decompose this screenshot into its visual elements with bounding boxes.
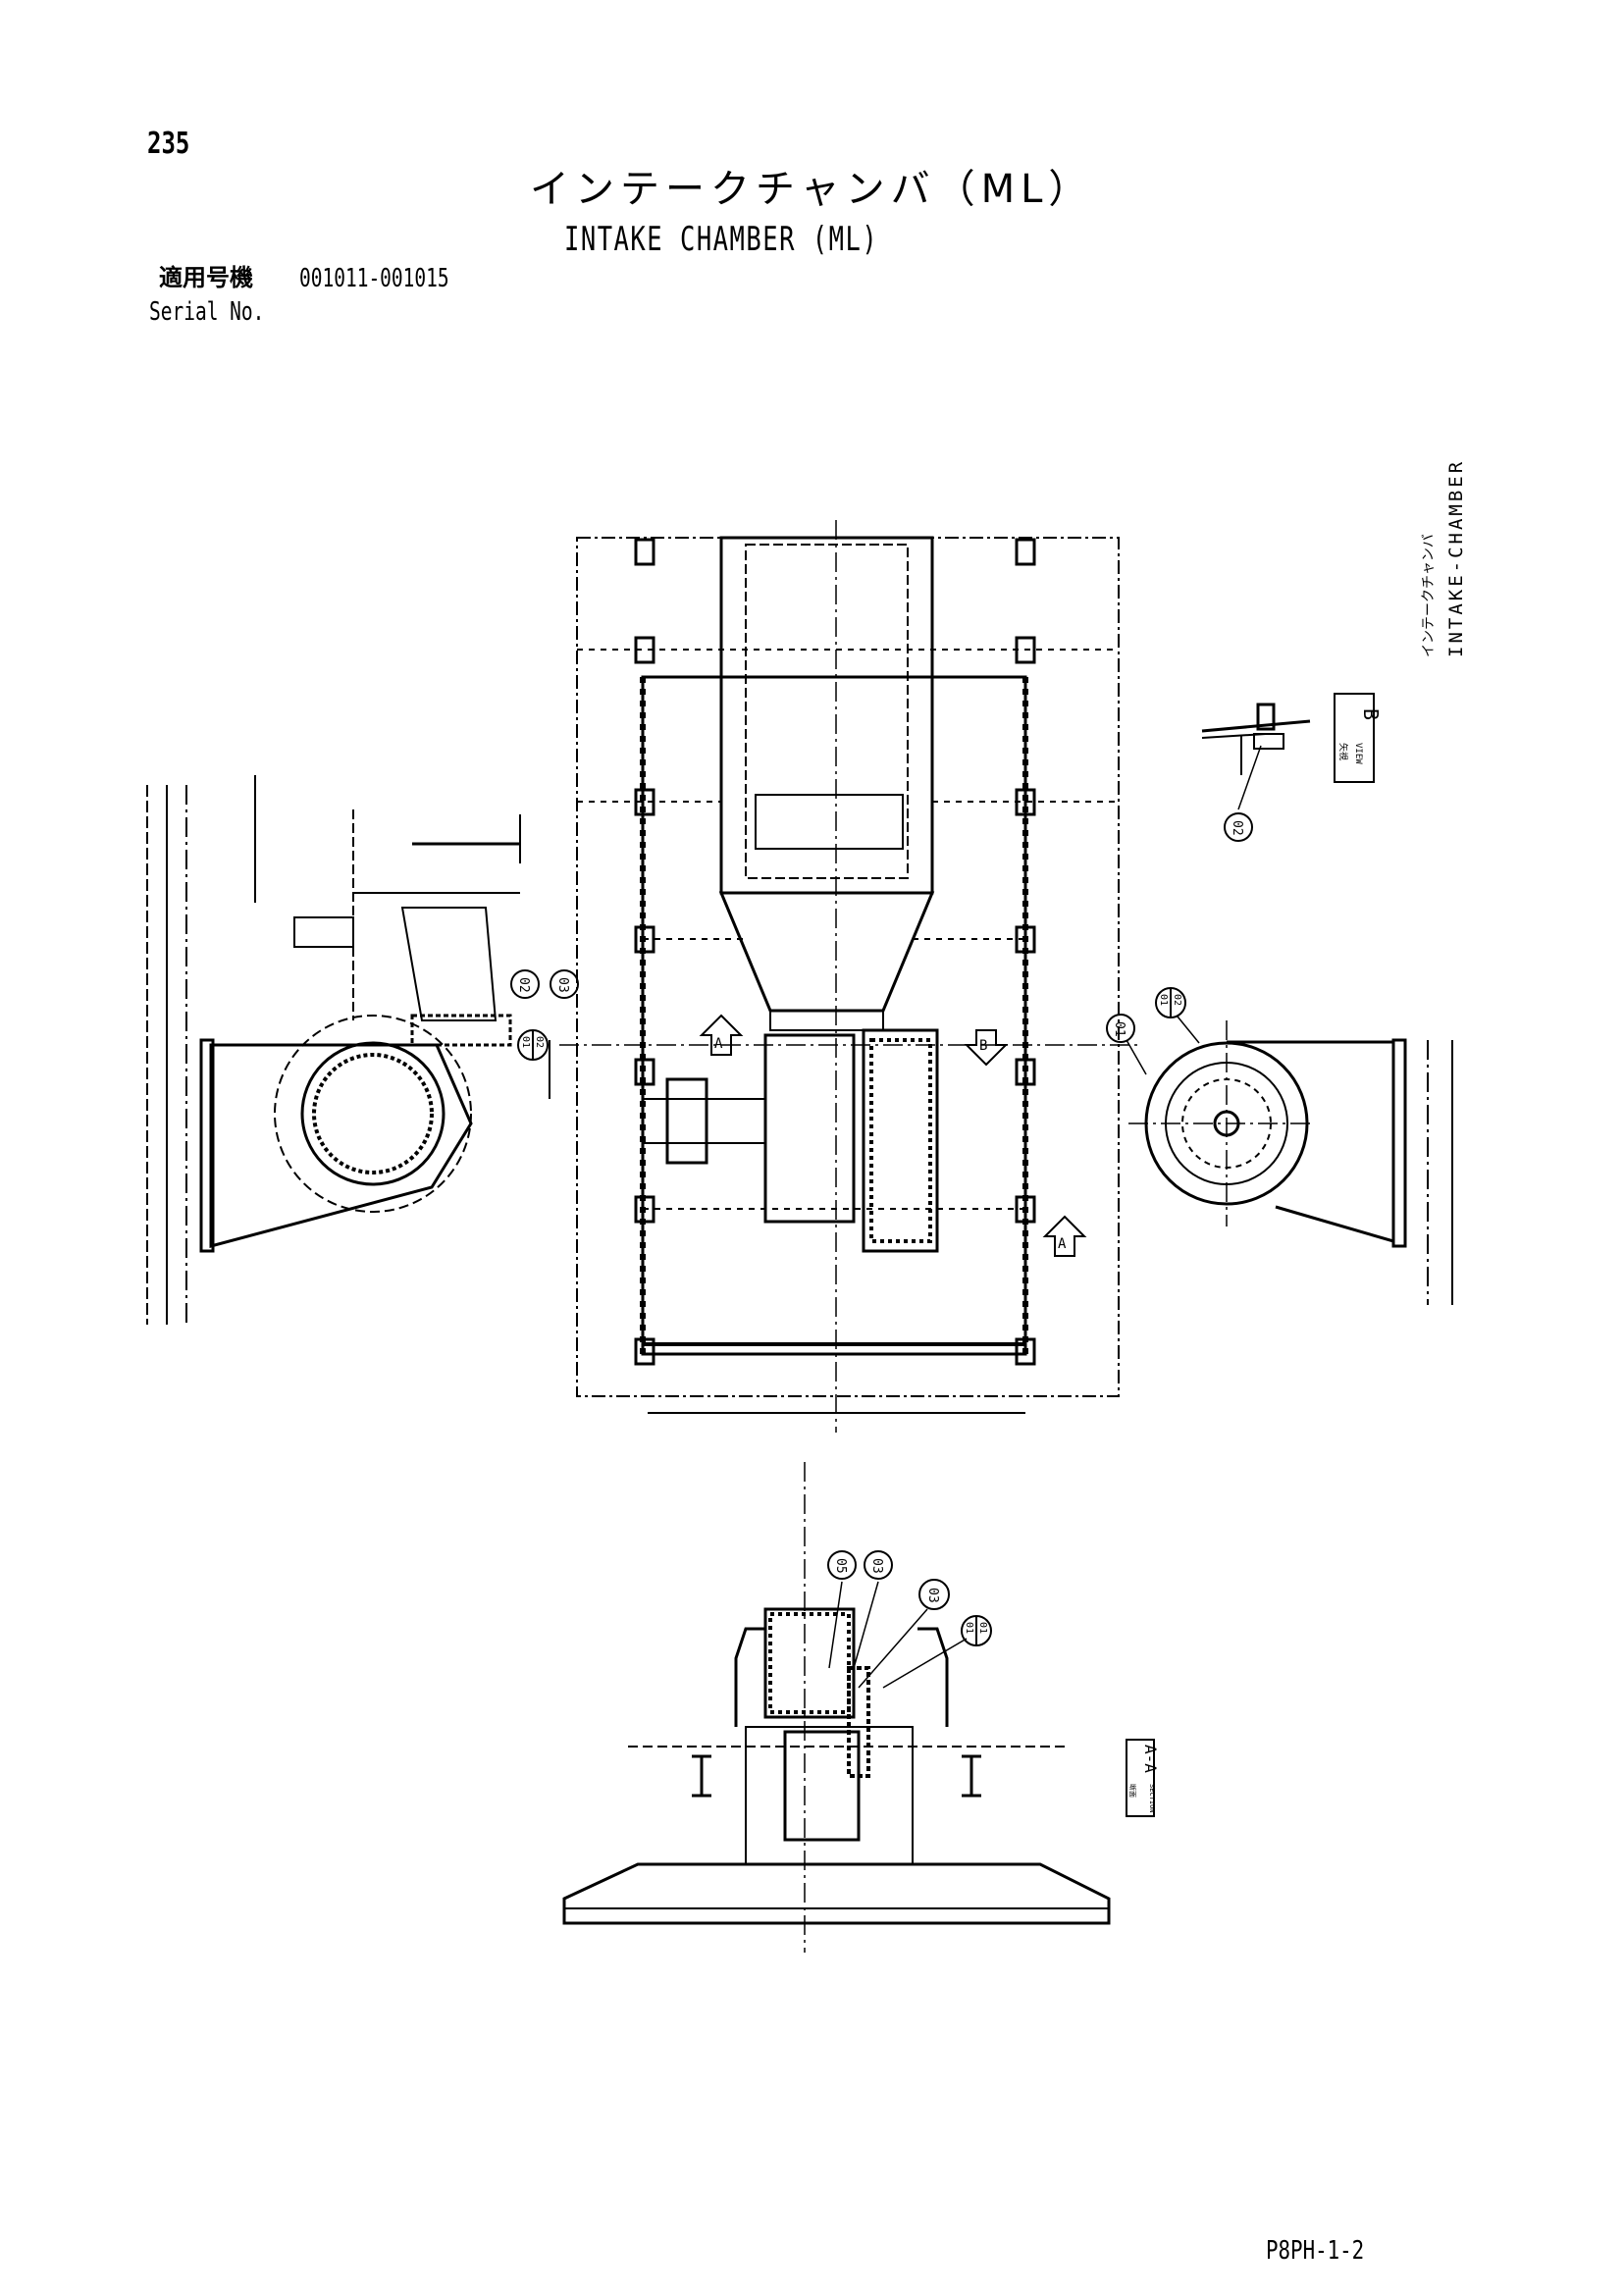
serial-range: 001011-001015 (299, 264, 449, 293)
svg-text:02: 02 (516, 977, 531, 993)
svg-text:05: 05 (833, 1558, 848, 1574)
svg-text:01: 01 (1158, 994, 1169, 1006)
view-b-letter: B (1359, 708, 1383, 720)
svg-text:01: 01 (1112, 1021, 1126, 1037)
side-label: インテークチャンバ INTAKE-CHAMBER (1421, 459, 1467, 657)
view-b-label: B VIEW 矢視 (1334, 693, 1383, 783)
side-label-jp: インテークチャンバ (1421, 534, 1437, 657)
section-letter: A-A (1141, 1745, 1160, 1773)
page-number: 235 (147, 127, 190, 161)
side-label-en: INTAKE-CHAMBER (1445, 459, 1467, 657)
balloon-right-01: 01 (1106, 1014, 1147, 1075)
svg-text:02: 02 (534, 1036, 545, 1048)
left-side-view (146, 775, 550, 1325)
svg-text:03: 03 (555, 977, 570, 993)
section-jp: 断面 (1128, 1784, 1137, 1798)
page-title-en: INTAKE CHAMBER (ML) (564, 220, 879, 259)
balloon-view-b-02: 02 (1224, 812, 1253, 842)
svg-text:03: 03 (925, 1588, 940, 1603)
svg-text:01: 01 (977, 1622, 988, 1634)
arrow-a-label: A (714, 1036, 723, 1052)
section-a-a-label: A-A SECTION 断面 (1126, 1739, 1160, 1817)
arrow-b-label: B (979, 1038, 987, 1054)
page-title-jp: インテークチャンバ（ML） (530, 167, 1094, 212)
svg-text:01: 01 (964, 1622, 974, 1634)
section-a-a (562, 1462, 1111, 1953)
svg-text:01: 01 (520, 1036, 531, 1048)
view-b-detail (1201, 703, 1311, 810)
serial-label-jp: 適用号機 (159, 264, 253, 291)
footer-code: P8PH-1-2 (1266, 2236, 1365, 2266)
balloon-section-03a: 03 (864, 1550, 893, 1580)
section-text: SECTION (1148, 1784, 1156, 1813)
arrow-a-label-2: A (1058, 1236, 1067, 1252)
balloon-section-05: 05 (827, 1550, 857, 1580)
svg-text:02: 02 (1230, 820, 1244, 836)
svg-text:03: 03 (869, 1558, 884, 1574)
balloon-left-03: 03 (550, 969, 579, 999)
view-b-text: VIEW (1353, 743, 1363, 764)
plan-view: A B A (559, 520, 1138, 1433)
view-b-jp: 矢視 (1337, 743, 1349, 760)
serial-label-en: Serial No. (149, 297, 265, 327)
balloon-section-03b: 03 (918, 1579, 950, 1610)
svg-text:02: 02 (1172, 994, 1182, 1006)
balloon-left-02: 02 (510, 969, 540, 999)
right-side-view (1128, 1020, 1453, 1305)
